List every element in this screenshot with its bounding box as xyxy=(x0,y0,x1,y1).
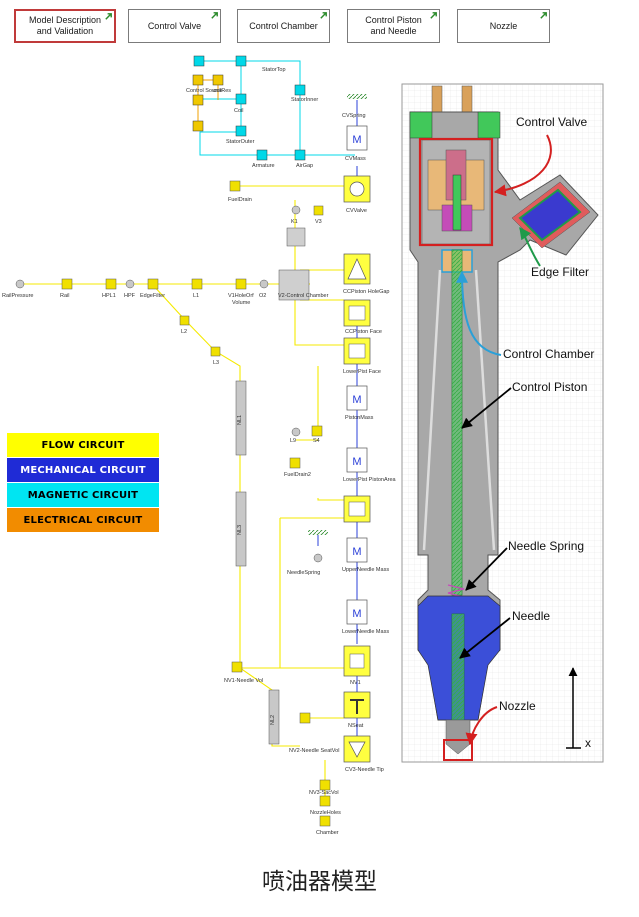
label-cv-valve: CVValve xyxy=(346,208,367,214)
label-fuel-drain-2: FuelDrain2 xyxy=(284,472,311,478)
label-l2: L2 xyxy=(181,329,187,335)
label-armature: Armature xyxy=(252,163,275,169)
legend-label: MECHANICAL CIRCUIT xyxy=(20,464,146,476)
label-nl2: NL2 xyxy=(270,715,276,725)
legend-magnetic-circuit: MAGNETIC CIRCUIT xyxy=(7,483,159,507)
legend-electrical-circuit: ELECTRICAL CIRCUIT xyxy=(7,508,159,532)
label-nl1: NL1 xyxy=(237,415,243,425)
label-rail-pressure: RailPressure xyxy=(2,293,33,299)
label-cc-piston-hole-gap: CCPiston HoleGap xyxy=(343,289,389,295)
axis-x-label: x xyxy=(585,736,591,750)
label-needle-seat: NSeat xyxy=(348,723,364,729)
nozzle-highlight xyxy=(443,739,473,761)
svg-text:M: M xyxy=(352,546,361,558)
label-s4: S4 xyxy=(313,438,320,444)
flow-components xyxy=(15,180,331,827)
svg-text:M: M xyxy=(352,134,361,146)
tab-control-piston-needle[interactable]: Control Piston and Needle xyxy=(347,9,440,43)
label-nl3: NL3 xyxy=(237,525,243,535)
tab-label: Model Description and Validation xyxy=(28,15,102,36)
label-nv1: NV1 xyxy=(350,680,361,686)
label-volume: Volume xyxy=(232,300,250,306)
label-cv-mass: CVMass xyxy=(345,156,366,162)
tab-label: Control Chamber xyxy=(249,20,318,31)
legend-flow-circuit: FLOW CIRCUIT xyxy=(7,433,159,457)
link-arrow-icon xyxy=(211,12,218,19)
circuit-legend: FLOW CIRCUIT MECHANICAL CIRCUIT MAGNETIC… xyxy=(7,433,159,533)
label-fuel-drain: FuelDrain xyxy=(228,197,252,203)
control-valve-highlight xyxy=(418,137,494,247)
link-arrow-icon xyxy=(430,12,437,19)
label-l9: L9 xyxy=(290,438,296,444)
tab-nozzle[interactable]: Nozzle xyxy=(457,9,550,43)
figure-caption: 喷油器模型 xyxy=(262,869,377,895)
column-components: M M M M M xyxy=(343,125,371,763)
svg-text:M: M xyxy=(352,456,361,468)
mag-blocks xyxy=(192,55,306,161)
ground-symbol-top xyxy=(347,94,367,99)
label-l3: L3 xyxy=(213,360,219,366)
tab-bar: Model Description and Validation Control… xyxy=(0,0,639,50)
callout-needle: Needle xyxy=(512,609,550,623)
link-arrow-icon xyxy=(540,12,547,19)
legend-label: ELECTRICAL CIRCUIT xyxy=(23,514,143,526)
callout-needle-spring: Needle Spring xyxy=(508,539,584,553)
svg-text:M: M xyxy=(352,394,361,406)
label-hp-l1: HPL1 xyxy=(102,293,116,299)
injector-cutaway: x Control Valve Edge Filter Control Cham… xyxy=(401,83,604,763)
label-edge-filter: EdgeFilter xyxy=(140,293,165,299)
tab-label: Nozzle xyxy=(489,20,518,31)
label-stator-top: StatorTop xyxy=(262,67,286,73)
link-arrow-icon xyxy=(105,13,112,20)
label-rail: Rail xyxy=(60,293,69,299)
label-v3: V3 xyxy=(315,219,322,225)
tab-label: Control Valve xyxy=(147,20,202,31)
callout-control-chamber: Control Chamber xyxy=(503,347,594,361)
callout-control-valve: Control Valve xyxy=(516,115,587,129)
label-stator-inner: StatorInner xyxy=(291,97,318,103)
schematic-labels: CVSpring CVMass FuelDrain CVValve K1 V3 … xyxy=(2,113,397,836)
label-k1: K1 xyxy=(291,219,298,225)
label-nozzle-holes: NozzleHoles xyxy=(310,810,341,816)
legend-mechanical-circuit: MECHANICAL CIRCUIT xyxy=(7,458,159,482)
label-o2: O2 xyxy=(259,293,266,299)
label-upper-needle-mass: UpperNeedle Mass xyxy=(342,567,389,573)
label-coil-res: coilRes xyxy=(213,88,231,94)
callout-nozzle: Nozzle xyxy=(499,699,536,713)
label-chamber: Chamber xyxy=(316,830,339,836)
label-lower-piston-face: LowerPist Face xyxy=(343,369,381,375)
injector-model-diagram: StatorTop Control Source coilRes Coil St… xyxy=(2,55,604,836)
tab-control-valve[interactable]: Control Valve xyxy=(128,9,221,43)
svg-text:M: M xyxy=(352,608,361,620)
label-l1: L1 xyxy=(193,293,199,299)
label-coil: Coil xyxy=(234,108,243,114)
legend-label: MAGNETIC CIRCUIT xyxy=(27,489,139,501)
label-needle-spring: NeedleSpring xyxy=(287,570,320,576)
ground-symbol-needle xyxy=(308,530,328,535)
callout-control-piston: Control Piston xyxy=(512,380,587,394)
tab-control-chamber[interactable]: Control Chamber xyxy=(237,9,330,43)
label-v2-control-chamber: V2-Control Chamber xyxy=(278,293,329,299)
label-cv3-needle-tip: CV3-Needle Tip xyxy=(345,767,384,773)
label-v-hole: V1HoleOrf xyxy=(228,293,254,299)
tab-label: Control Piston and Needle xyxy=(365,15,422,36)
label-lower-piston-area: LowerPist PistonArea xyxy=(343,477,397,483)
legend-label: FLOW CIRCUIT xyxy=(41,439,125,451)
label-nv1-needle-vol: NV1-Needle Vol xyxy=(224,678,263,684)
label-cv-spring: CVSpring xyxy=(342,113,366,119)
label-air-gap: AirGap xyxy=(296,163,313,169)
tab-model-description[interactable]: Model Description and Validation xyxy=(14,9,116,43)
label-lower-needle-mass: LowerNeedle Mass xyxy=(342,629,389,635)
label-hpf: HPF xyxy=(124,293,136,299)
link-arrow-icon xyxy=(320,12,327,19)
label-nv3-sac-vol: NV3-SacVol xyxy=(309,790,339,796)
label-stator-outer: StatorOuter xyxy=(226,139,255,145)
label-cc-piston-face: CCPiston Face xyxy=(345,329,382,335)
label-nv2-needle-seat-vol: NV2-Needle SeatVol xyxy=(289,748,339,754)
callout-edge-filter: Edge Filter xyxy=(531,265,589,279)
label-control-source: Control Source xyxy=(186,88,223,94)
label-piston-mass: PistonMass xyxy=(345,415,374,421)
